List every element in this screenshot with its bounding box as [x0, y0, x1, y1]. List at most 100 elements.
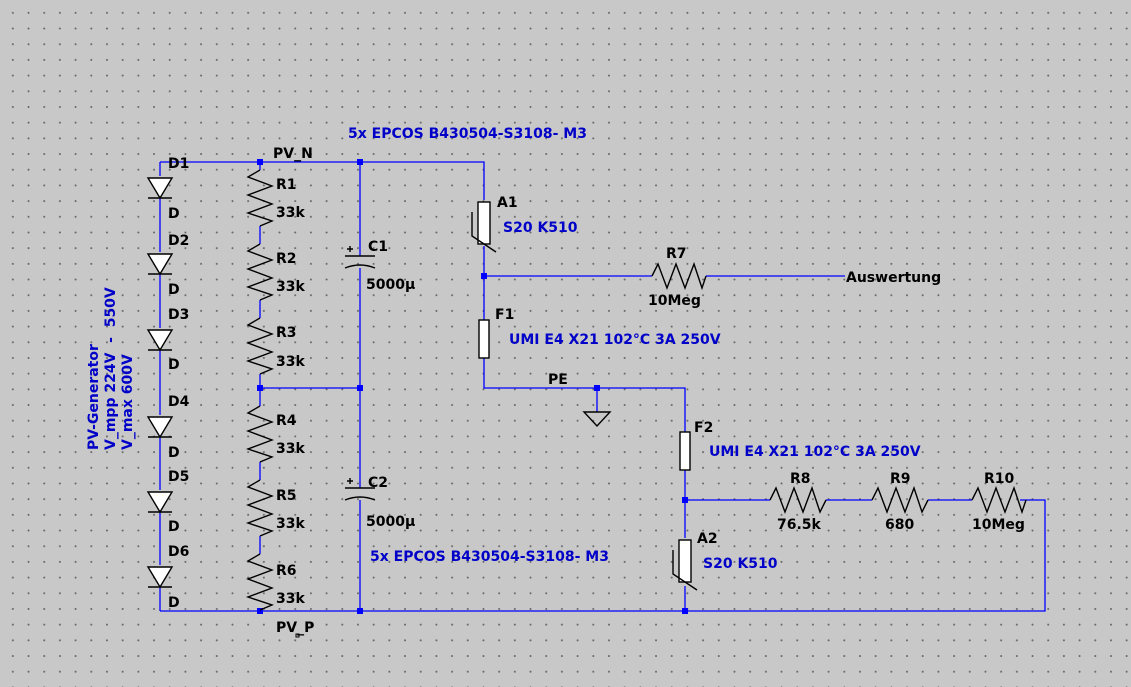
diode-symbol [146, 566, 174, 589]
resistor-r5[interactable]: R5 33k [245, 479, 305, 537]
ground-pe[interactable]: PE [548, 372, 612, 428]
resistor-ref: R3 [276, 325, 297, 341]
resistor-value: 33k [276, 205, 305, 221]
resistor-r3[interactable]: R3 33k [245, 317, 305, 375]
capacitor-c1[interactable]: C1 5000µ [344, 239, 415, 293]
diode-ref: D4 [168, 394, 190, 410]
wires [159, 161, 1046, 612]
resistor-ref: R6 [276, 563, 297, 579]
junction-dot [594, 385, 600, 391]
diode-value: D [168, 519, 180, 535]
diode-value: D [168, 357, 180, 373]
fuse-value: UMI E4 X21 102°C 3A 250V [509, 332, 721, 348]
resistor-r2[interactable]: R2 33k [245, 243, 305, 301]
resistor-value: 33k [276, 516, 305, 532]
capacitor-ref: C2 [368, 475, 388, 491]
net-label-pv-p[interactable]: PV_P [276, 620, 314, 636]
junctions [257, 159, 688, 614]
diode-symbol [146, 491, 174, 514]
diode-ref: D5 [168, 469, 189, 485]
varistor-slash [672, 550, 698, 591]
resistor-symbol [245, 479, 274, 537]
varistor-value: S20 K510 [703, 556, 778, 572]
diode-value: D [168, 206, 180, 222]
resistor-r6[interactable]: R6 33k [245, 553, 305, 611]
note-generator[interactable]: PV-Generator V_mpp 224V - 550V V_max 600… [86, 287, 136, 450]
diode-value: D [168, 595, 180, 611]
resistor-value: 33k [276, 354, 305, 370]
resistor-symbol [971, 485, 1027, 515]
resistor-value: 76.5k [777, 517, 822, 533]
junction-dot [357, 385, 363, 391]
wire-a1-f1 [483, 246, 686, 432]
junction-dot [357, 159, 363, 165]
diode-value: D [168, 282, 180, 298]
varistor-slash [471, 212, 497, 253]
resistor-value: 33k [276, 279, 305, 295]
junction-dot [481, 273, 487, 279]
varistor-body [477, 201, 491, 245]
diode-d1[interactable]: D1 D [146, 156, 189, 222]
resistor-symbol [245, 553, 274, 611]
note-generator-vmax: V_max 600V [120, 354, 136, 450]
fuse-body [679, 431, 691, 471]
resistor-value: 10Meg [972, 517, 1025, 533]
resistor-ref: R9 [890, 471, 911, 487]
capacitor-ref: C1 [368, 239, 388, 255]
fuse-body [478, 319, 490, 359]
resistor-r8[interactable]: R8 76.5k [769, 471, 827, 533]
resistor-r1[interactable]: R1 33k [245, 169, 305, 227]
diode-d5[interactable]: D5 D [146, 469, 189, 535]
note-generator-title: PV-Generator [86, 344, 102, 450]
junction-dot [257, 385, 263, 391]
resistor-value: 10Meg [648, 293, 701, 309]
net-label-auswertung[interactable]: Auswertung [846, 270, 941, 286]
note-cap-bottom[interactable]: 5x EPCOS B430504-S3108- M3 [370, 549, 609, 565]
varistor-a2[interactable]: A2 S20 K510 [672, 531, 778, 591]
diode-d3[interactable]: D3 D [146, 307, 189, 373]
resistor-r9[interactable]: R9 680 [871, 471, 929, 533]
resistor-ref: R2 [276, 251, 297, 267]
diode-d6[interactable]: D6 D [146, 544, 189, 611]
varistor-value: S20 K510 [503, 220, 578, 236]
fuse-f2[interactable]: F2 UMI E4 X21 102°C 3A 250V [679, 420, 921, 471]
capacitor-value: 5000µ [366, 514, 415, 530]
resistor-symbol [245, 317, 274, 375]
capacitor-plate-bottom [344, 264, 376, 269]
junction-dot [682, 497, 688, 503]
fuse-f1[interactable]: F1 UMI E4 X21 102°C 3A 250V [478, 307, 721, 359]
capacitor-c2[interactable]: C2 5000µ [344, 475, 415, 530]
resistor-ref: R10 [984, 471, 1015, 487]
resistor-r10[interactable]: R10 10Meg [971, 471, 1027, 533]
net-label-pe: PE [548, 372, 568, 388]
diode-symbol [146, 177, 174, 200]
net-label-pv-n[interactable]: PV_N [273, 146, 313, 162]
diode-d2[interactable]: D2 D [146, 233, 189, 298]
diode-ref: D2 [168, 233, 189, 249]
fuse-ref: F2 [694, 420, 713, 436]
net-flag-pv-p [295, 633, 300, 638]
resistor-ref: R7 [666, 246, 687, 262]
resistor-r4[interactable]: R4 33k [245, 405, 305, 463]
resistor-symbol [651, 261, 707, 291]
note-generator-vmpp: V_mpp 224V - 550V [103, 287, 119, 450]
junction-dot [357, 608, 363, 614]
resistor-ref: R1 [276, 177, 297, 193]
varistor-body [678, 539, 692, 583]
diode-d4[interactable]: D4 D [146, 394, 190, 461]
resistor-r7[interactable]: R7 10Meg [648, 246, 707, 309]
resistor-symbol [245, 405, 274, 463]
junction-dot [257, 608, 263, 614]
resistor-ref: R4 [276, 413, 297, 429]
resistor-value: 680 [885, 517, 914, 533]
varistor-a1[interactable]: A1 S20 K510 [471, 195, 578, 253]
resistor-value: 33k [276, 591, 305, 607]
junction-dot [257, 159, 263, 165]
resistor-ref: R8 [790, 471, 811, 487]
note-cap-top[interactable]: 5x EPCOS B430504-S3108- M3 [348, 126, 587, 142]
diode-symbol [146, 253, 174, 276]
resistor-symbol [245, 169, 274, 227]
diode-ref: D3 [168, 307, 189, 323]
ground-symbol [582, 411, 612, 428]
